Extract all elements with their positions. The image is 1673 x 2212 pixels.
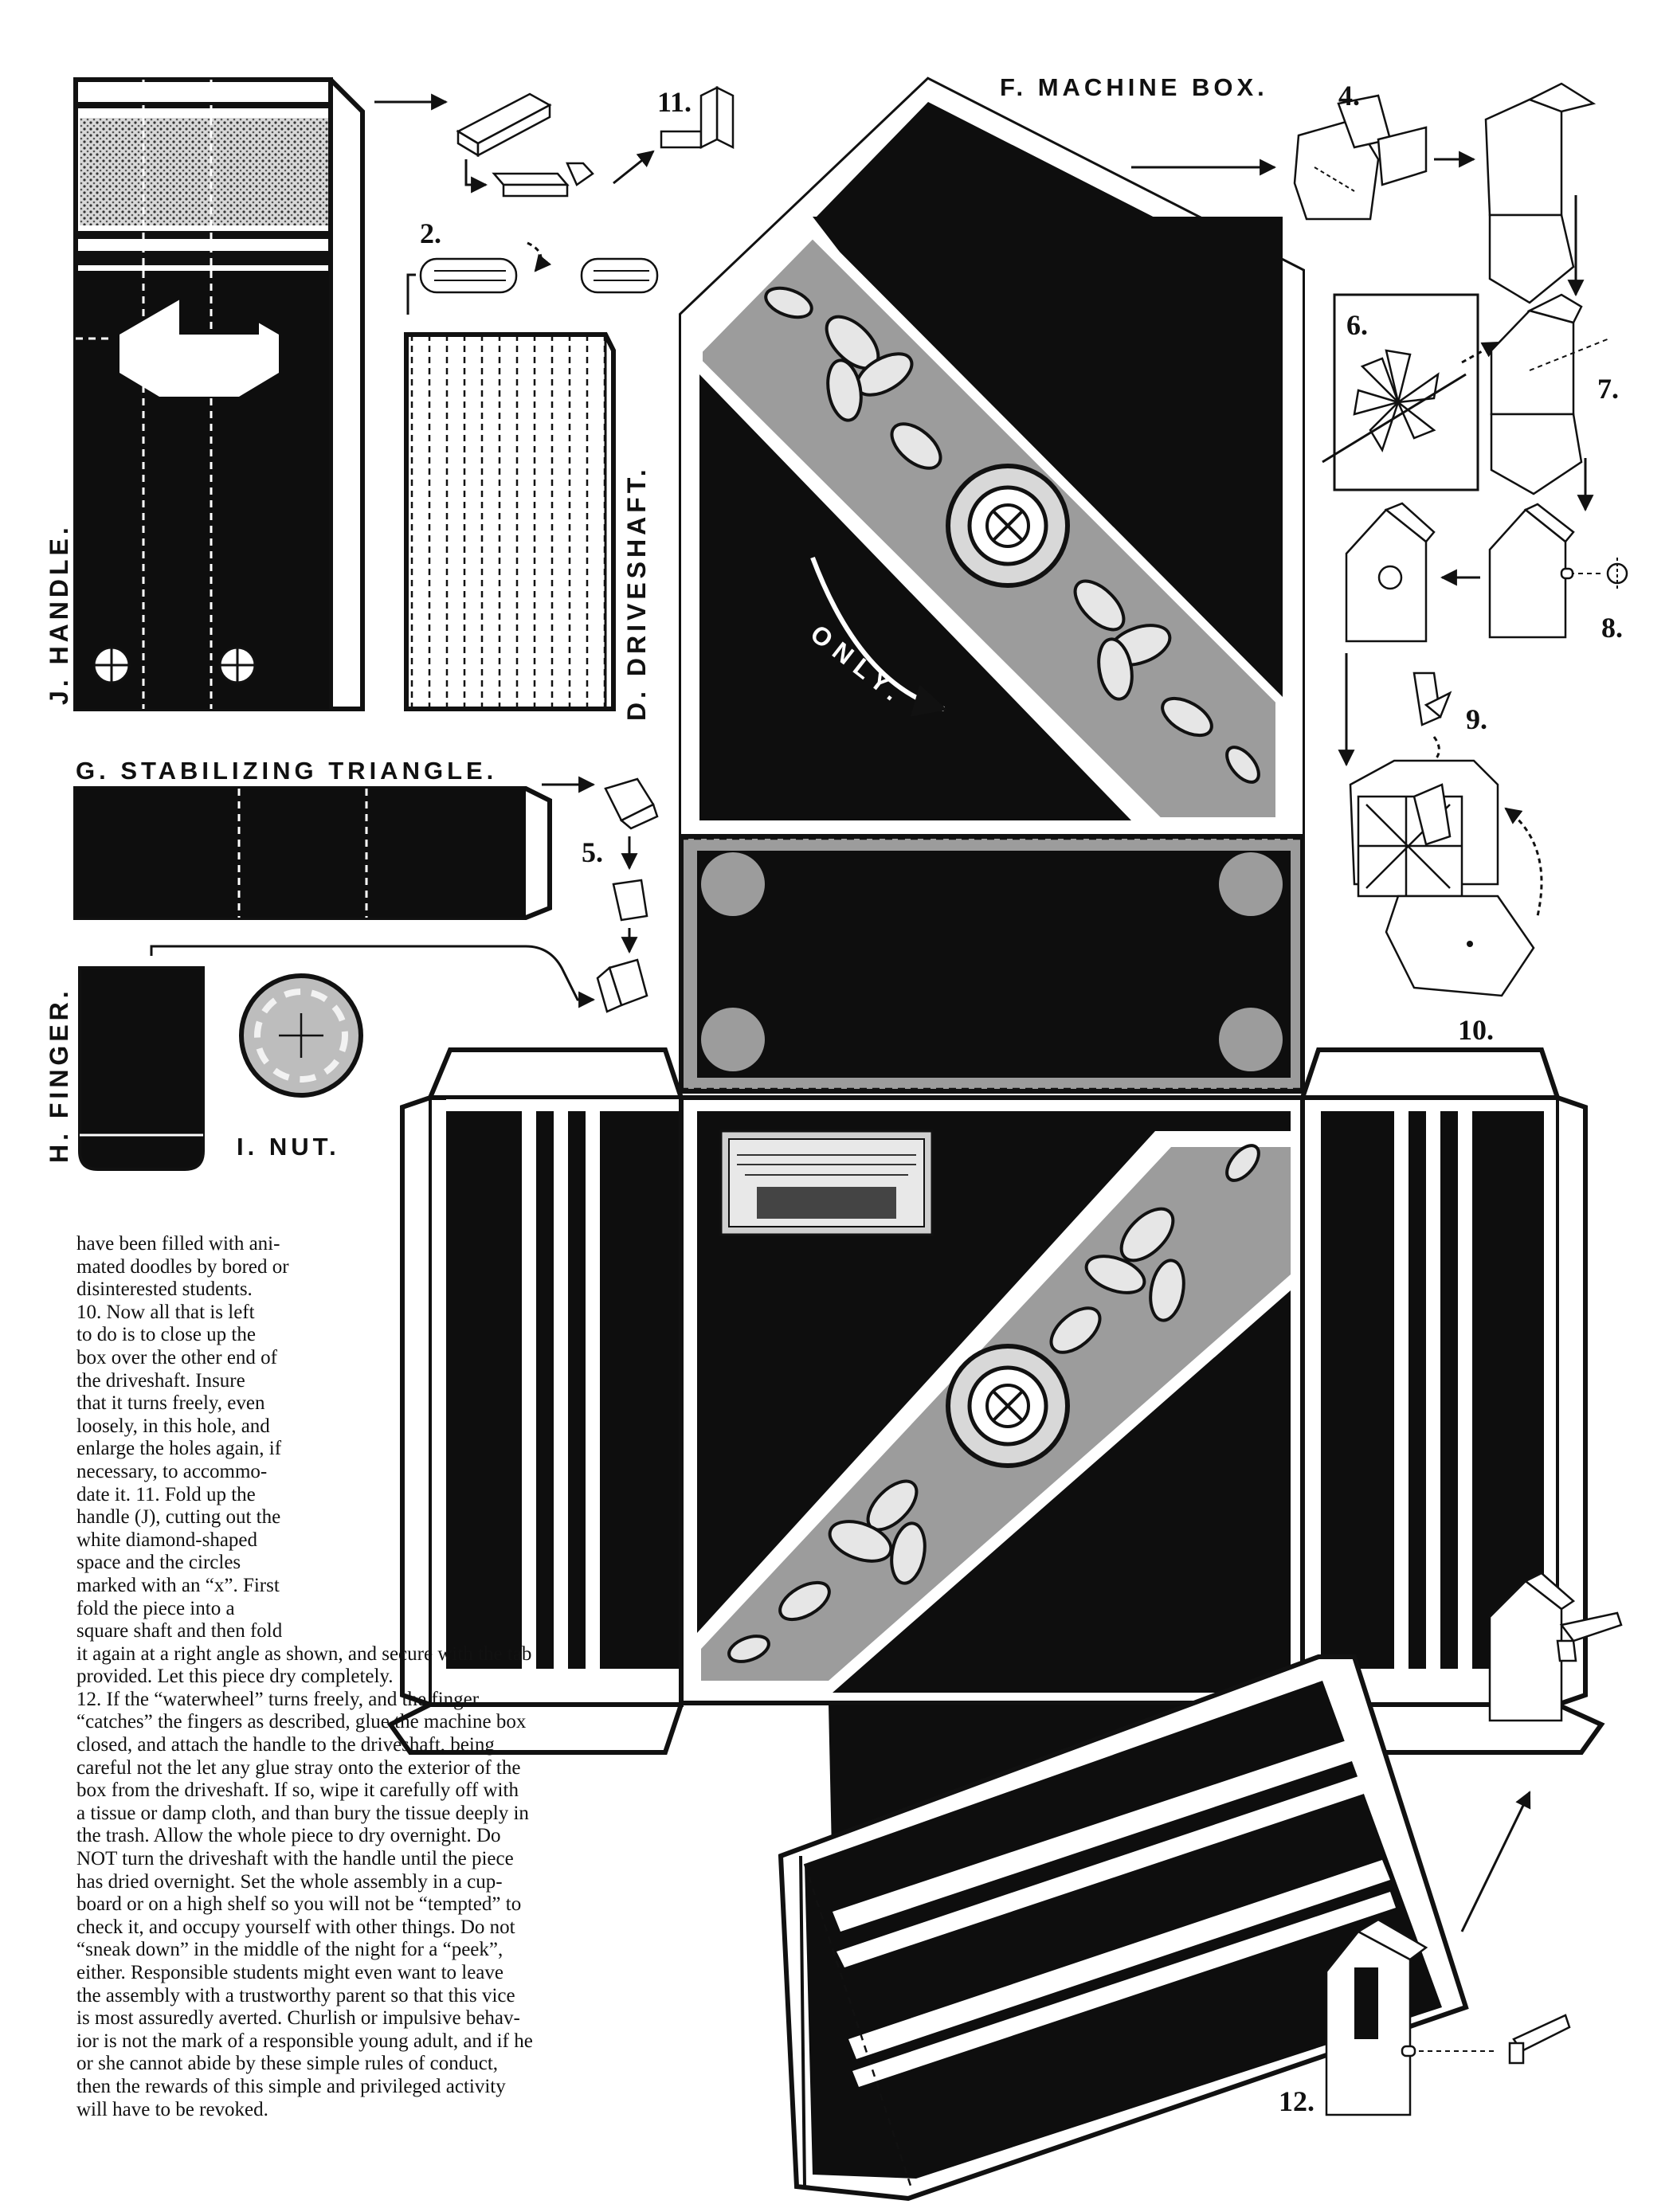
- step-8-label: 8.: [1601, 612, 1623, 644]
- nut-piece: [239, 973, 363, 1098]
- instruction-line: to do is to close up the: [76, 1324, 256, 1346]
- stabilizing-triangle-piece: [73, 786, 552, 920]
- instruction-line: the driveshaft. Insure: [76, 1369, 245, 1392]
- step-9-diagram: [1338, 653, 1543, 997]
- instruction-line: the trash. Allow the whole piece to dry …: [76, 1825, 501, 1847]
- top-roundel-icon: [946, 464, 1070, 588]
- rotation-arrow-icon: [810, 556, 948, 717]
- instruction-line: 12. If the “waterwheel” turns freely, an…: [76, 1688, 480, 1710]
- step-6-label: 6.: [1346, 309, 1368, 341]
- step-10-label: 10.: [1458, 1014, 1494, 1046]
- nut-label: I. NUT.: [237, 1133, 340, 1161]
- instruction-line: the assembly with a trustworthy parent s…: [76, 1984, 515, 2006]
- machine-box-right-panel: [1299, 1095, 1605, 1755]
- instruction-line: that it turns freely, even: [76, 1392, 265, 1415]
- instruction-line: has dried overnight. Set the whole assem…: [76, 1870, 503, 1893]
- step-12-diagram: [1325, 1572, 1623, 2116]
- instruction-line: NOT turn the driveshaft with the handle …: [76, 1848, 514, 1870]
- instruction-line: careful not the let any glue stray onto …: [76, 1756, 521, 1779]
- instruction-line: necessary, to accommo-: [76, 1460, 268, 1482]
- instruction-line: it again at a right angle as shown, and …: [76, 1642, 532, 1665]
- step-12-label: 12.: [1279, 2085, 1314, 2117]
- step-2-diagram: [406, 241, 659, 315]
- step-4-label: 4.: [1338, 80, 1360, 112]
- step-11-diagram: [374, 85, 735, 198]
- instruction-line: board or on a high shelf so you will not…: [76, 1893, 522, 1916]
- bottom-roundel-icon: [946, 1344, 1070, 1468]
- machine-box-piece: ONLY.: [679, 76, 1305, 839]
- finger-piece: [78, 966, 205, 1171]
- instruction-line: or she cannot abide by these simple rule…: [76, 2053, 499, 2075]
- instruction-line: loosely, in this hole, and: [76, 1415, 270, 1437]
- step-7-label: 7.: [1597, 373, 1619, 405]
- machine-box-middle-panel: [679, 834, 1305, 1094]
- machine-box-lower-panel: [778, 1654, 1469, 2202]
- top-floral-ornament-icon: [764, 286, 1260, 784]
- instruction-line: will have to be revoked.: [76, 2098, 268, 2120]
- step-5-label: 5.: [582, 836, 603, 868]
- step-7-diagram: [1490, 293, 1610, 512]
- instruction-line: provided. Let this piece dry completely.: [76, 1666, 394, 1688]
- instruction-line: is most assuredly averted. Churlish or i…: [76, 2007, 520, 2030]
- step-2-label: 2.: [420, 217, 441, 249]
- instruction-line: either. Responsible students might even …: [76, 1962, 503, 1983]
- acme-label-icon: [719, 1129, 934, 1236]
- step-6-diagram: [1322, 293, 1499, 491]
- handle-label: J. HANDLE.: [45, 523, 73, 705]
- driveshaft-label: D. DRIVESHAFT.: [622, 465, 651, 721]
- step-11-label: 11.: [657, 86, 692, 118]
- instruction-line: check it, and occupy yourself with other…: [76, 1916, 515, 1938]
- step-8-diagram: [1345, 502, 1628, 643]
- instruction-line: mated doodles by bored or: [76, 1255, 289, 1278]
- instruction-line: handle (J), cutting out the: [76, 1506, 281, 1529]
- driveshaft-piece: [404, 332, 616, 711]
- finger-label: H. FINGER.: [45, 987, 73, 1163]
- instruction-line: marked with an “x”. First: [76, 1574, 280, 1596]
- instruction-line: 10. Now all that is left: [76, 1301, 255, 1323]
- instruction-line: space and the circles: [76, 1552, 241, 1574]
- instruction-line: box over the other end of: [76, 1346, 278, 1368]
- step-9-label: 9.: [1466, 703, 1487, 735]
- instruction-text: have been filled with ani-mated doodles …: [76, 1233, 841, 2121]
- handle-piece: [73, 77, 365, 711]
- bottom-floral-ornament-icon: [727, 1144, 1260, 1663]
- step-4-diagram: [1131, 82, 1597, 304]
- stabilizing-triangle-label: G. STABILIZING TRIANGLE.: [76, 757, 497, 785]
- instruction-line: box from the driveshaft. If so, wipe it …: [76, 1779, 519, 1802]
- instruction-line: a tissue or damp cloth, and than bury th…: [76, 1802, 529, 1824]
- instruction-line: closed, and attach the handle to the dri…: [76, 1734, 495, 1756]
- instruction-line: have been filled with ani-: [76, 1233, 280, 1255]
- instruction-line: disinterested students.: [76, 1278, 253, 1301]
- step-5-diagram: [150, 776, 659, 1013]
- machine-box-left-panel: [386, 1095, 685, 1755]
- instruction-line: “catches” the fingers as described, glue…: [76, 1711, 527, 1733]
- instruction-line: then the rewards of this simple and priv…: [76, 2075, 506, 2097]
- instruction-line: white diamond-shaped: [76, 1529, 258, 1551]
- instruction-line: “sneak down” in the middle of the night …: [76, 1939, 503, 1961]
- instruction-line: ior is not the mark of a responsible you…: [76, 2030, 533, 2052]
- instruction-line: enlarge the holes again, if: [76, 1438, 282, 1460]
- instruction-line: square shaft and then fold: [76, 1620, 283, 1642]
- instruction-line: fold the piece into a: [76, 1597, 235, 1619]
- machine-box-label: F. MACHINE BOX.: [1000, 73, 1268, 101]
- instruction-line: date it. 11. Fold up the: [76, 1483, 256, 1505]
